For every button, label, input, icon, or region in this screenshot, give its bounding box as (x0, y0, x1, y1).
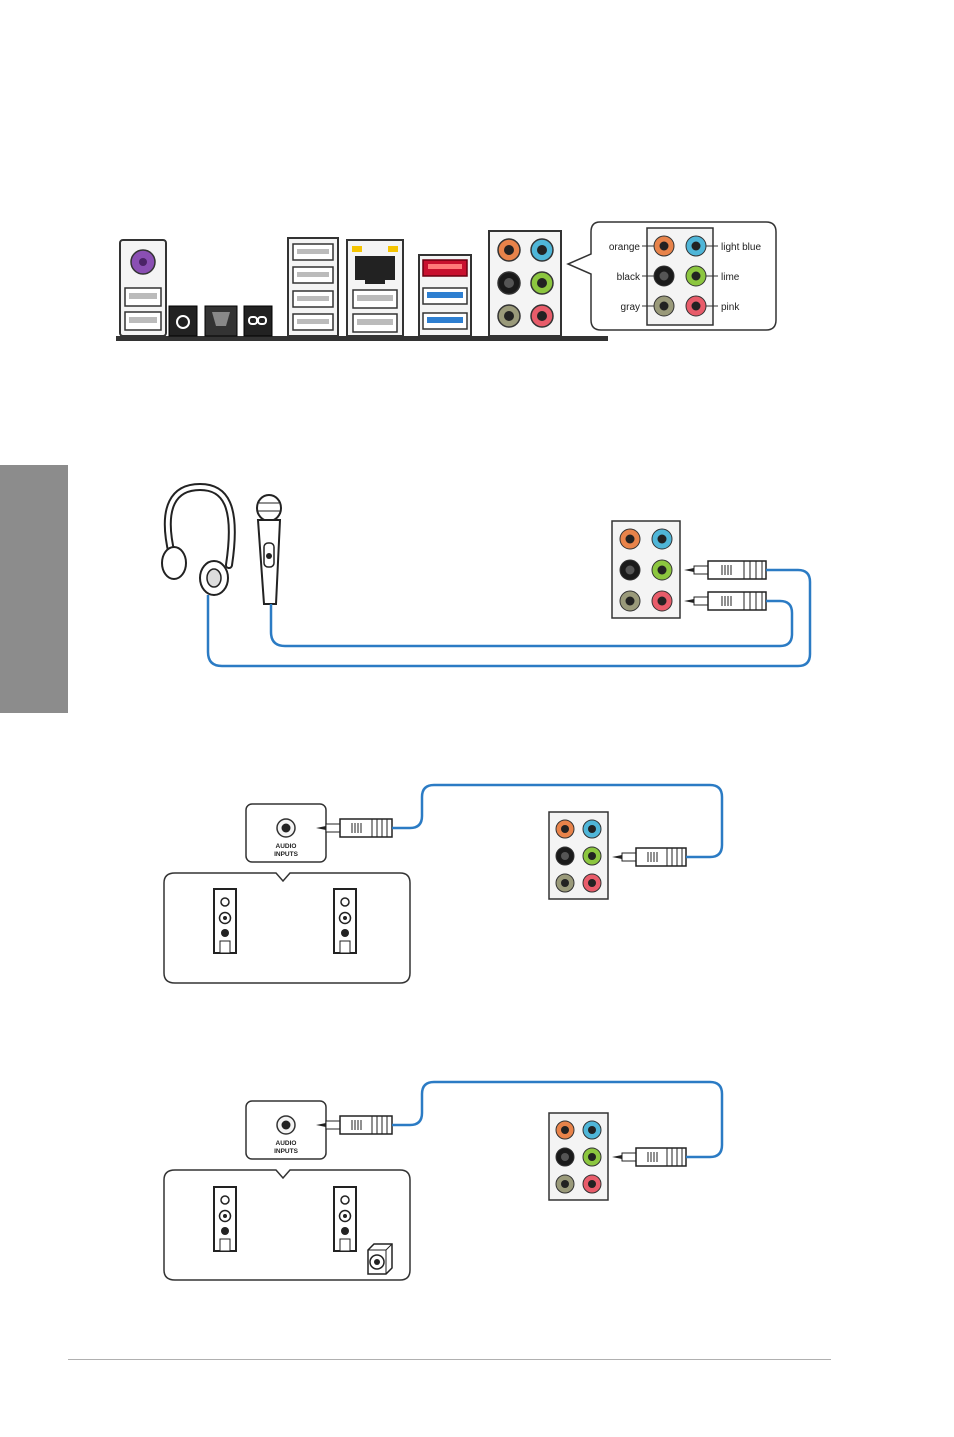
optical-out-port (205, 306, 237, 336)
headphone-cable (208, 570, 810, 666)
rear-audio-jacks (489, 231, 561, 336)
speakers-callout-box (164, 873, 410, 983)
ps2-usb-stack (120, 240, 166, 336)
speaker-setup-2-1ch: AUDIO INPUTS (164, 1082, 722, 1280)
legend-label-lime: lime (721, 272, 740, 283)
lan-led (388, 246, 398, 252)
microphone-icon (257, 495, 281, 604)
audio-jacks-block (612, 521, 680, 618)
audio-inputs-label-line1: AUDIO (276, 1140, 297, 1147)
footer-divider (68, 1359, 831, 1360)
audio-inputs-label-line2: INPUTS (274, 1148, 299, 1155)
audio-plug (684, 561, 766, 579)
speaker-setup-2ch: AUDIO INPUTS (164, 785, 722, 983)
speaker-icon (334, 889, 356, 953)
speaker-icon (214, 1187, 236, 1251)
bios-flashback-button (244, 306, 272, 336)
clear-cmos-button (169, 306, 197, 336)
lan-led (352, 246, 362, 252)
legend-label-black: black (617, 272, 641, 283)
rear-io-panel (116, 231, 608, 341)
jack-color-legend: orange black gray light blue lime pink (568, 222, 776, 330)
audio-inputs-label-line1: AUDIO (276, 843, 297, 850)
audio-plug (612, 848, 686, 866)
usb-red-blue-stack (419, 255, 471, 336)
audio-plug (316, 1116, 392, 1134)
headphone-icon (162, 487, 232, 595)
subwoofer-icon (368, 1244, 392, 1274)
lan-usb-stack (347, 240, 403, 336)
legend-label-orange: orange (609, 242, 641, 253)
audio-plug (316, 819, 392, 837)
audio-plug (612, 1148, 686, 1166)
usb-stack-4 (288, 238, 338, 336)
audio-plug (684, 592, 766, 610)
speaker-icon (214, 889, 236, 953)
legend-label-pink: pink (721, 302, 740, 313)
audio-inputs-label-line2: INPUTS (274, 851, 299, 858)
lan-port (355, 256, 395, 284)
audio-jacks-block (549, 812, 608, 899)
legend-label-gray: gray (621, 302, 640, 313)
audio-jacks-block (549, 1113, 608, 1200)
speaker-icon (334, 1187, 356, 1251)
legend-label-light-blue: light blue (721, 242, 761, 253)
